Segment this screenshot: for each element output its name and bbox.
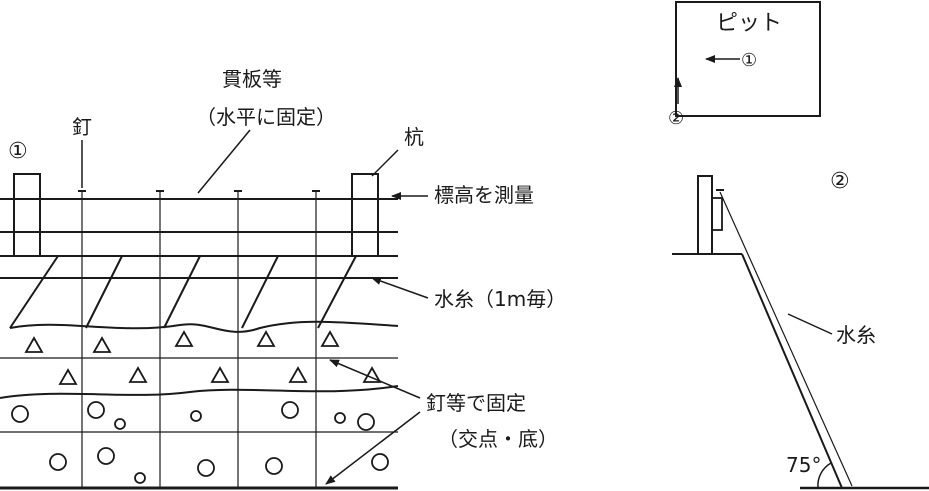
pit-outline: [675, 1, 821, 117]
stake-label: 杭: [404, 125, 424, 149]
slope-wall: [741, 253, 843, 489]
stake-right: [351, 173, 379, 257]
fix-label: 釘等で固定: [426, 391, 526, 415]
boards: [0, 198, 398, 257]
string-grid-vertical: [81, 192, 317, 488]
nail-label: 釘: [72, 115, 92, 139]
soil-boundary-upper: [9, 320, 399, 333]
right-panel: ② 75° 水糸: [672, 169, 929, 490]
gravel-triangle-icons: [24, 330, 382, 385]
pit-inset: ピット ① ②: [668, 1, 821, 129]
leader-lines: [81, 129, 429, 485]
side-string: [719, 191, 853, 487]
side-stake: [697, 175, 713, 255]
pebble-circle-icons: [11, 401, 389, 484]
pit-title: ピット: [716, 11, 782, 36]
board-sublabel: （水平に固定）: [196, 105, 336, 129]
string-label: 水糸（1m毎）: [434, 287, 566, 311]
side-board: [711, 197, 723, 231]
stake-left: [13, 173, 41, 257]
string-grid-horizontal: [0, 357, 398, 433]
soil-boundary-lower: [0, 385, 399, 399]
panel-number-1: ①: [8, 139, 28, 164]
fix-sublabel: （交点・底）: [438, 427, 558, 451]
side-string-label: 水糸: [836, 323, 876, 347]
pit-marker-2: ②: [668, 108, 684, 129]
board-label: 貫板等: [222, 67, 282, 91]
string-leader: [787, 313, 833, 335]
left-panel: ①: [0, 67, 566, 490]
panel-number-2: ②: [830, 169, 850, 194]
angle-arc: [817, 462, 832, 489]
pit-marker-1: ①: [741, 50, 757, 71]
angle-label: 75°: [786, 453, 821, 477]
hatching: [9, 255, 357, 329]
survey-label: 標高を測量: [434, 183, 534, 207]
